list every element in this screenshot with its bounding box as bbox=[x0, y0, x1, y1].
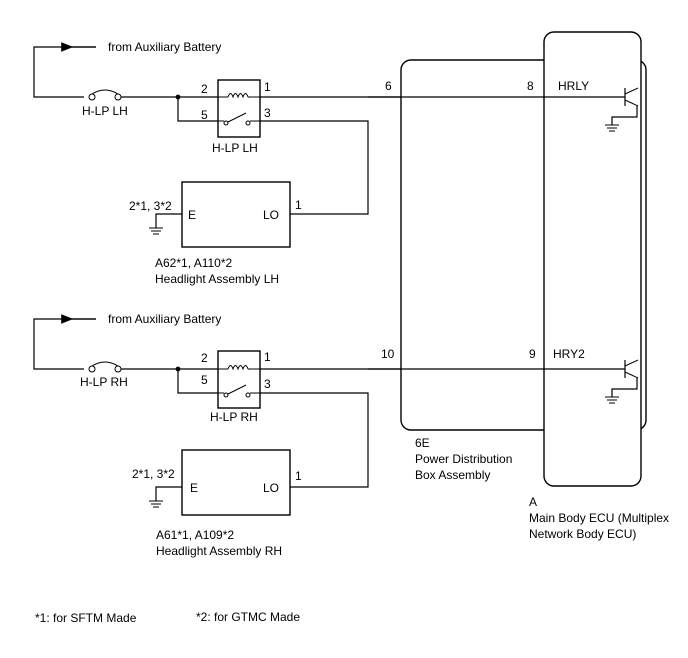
lower-fuse-symbol bbox=[88, 361, 122, 373]
lower-pdb-pin: 10 bbox=[381, 347, 395, 361]
upper-relay-pin1: 1 bbox=[264, 80, 271, 94]
upper-headlight-ground-icon bbox=[149, 213, 182, 235]
lower-relay-pin5: 5 bbox=[201, 373, 208, 387]
upper-ground-pins: 2*1, 3*2 bbox=[129, 199, 172, 213]
lower-source-label: from Auxiliary Battery bbox=[108, 312, 222, 326]
lower-relay-box bbox=[217, 350, 261, 409]
lower-relay-pin1: 1 bbox=[264, 350, 271, 364]
lower-wire-pin5 bbox=[177, 369, 218, 394]
lower-relay-pin3: 3 bbox=[264, 377, 271, 391]
lower-relay-pin2: 2 bbox=[201, 351, 208, 365]
lower-ecu-transistor-overlay bbox=[605, 359, 639, 404]
upper-lo-label: LO bbox=[263, 208, 280, 222]
ecu-name-line2: Network Body ECU) bbox=[529, 527, 637, 541]
upper-ecu-pin: 8 bbox=[527, 79, 534, 93]
upper-lo-pin: 1 bbox=[295, 198, 302, 212]
ecu-code: A bbox=[529, 495, 538, 509]
upper-wire-pin5 bbox=[177, 97, 218, 122]
upper-relay-pin2: 2 bbox=[201, 82, 208, 96]
note-gtmc: *2: for GTMC Made bbox=[196, 610, 301, 624]
upper-relay-box bbox=[217, 79, 261, 138]
pdb-name-line2: Box Assembly bbox=[415, 468, 491, 482]
pdb-code: 6E bbox=[415, 436, 430, 450]
upper-source-label: from Auxiliary Battery bbox=[108, 40, 222, 54]
pdb-name-line1: Power Distribution bbox=[415, 452, 513, 466]
lower-assembly-code: A61*1, A109*2 bbox=[156, 528, 235, 542]
lower-assembly-name: Headlight Assembly RH bbox=[156, 544, 283, 558]
lower-fuse-label: H-LP RH bbox=[80, 375, 128, 389]
lower-ground-pins: 2*1, 3*2 bbox=[132, 467, 175, 481]
upper-fuse-symbol bbox=[88, 89, 122, 101]
upper-pdb-pin: 6 bbox=[385, 79, 392, 93]
upper-fuse-label: H-LP LH bbox=[82, 104, 128, 118]
upper-relay-label: H-LP LH bbox=[212, 141, 258, 155]
lower-e-label: E bbox=[190, 481, 199, 495]
lower-relay-label: H-LP RH bbox=[210, 410, 258, 424]
lower-lo-label: LO bbox=[263, 481, 280, 495]
upper-relay-pin3: 3 bbox=[264, 106, 271, 120]
upper-assembly-code: A62*1, A110*2 bbox=[155, 256, 233, 270]
lower-headlight-box bbox=[181, 449, 291, 516]
ecu-name-line1: Main Body ECU (Multiplex bbox=[529, 511, 670, 525]
upper-source-wire bbox=[33, 46, 96, 98]
ecu-box bbox=[543, 31, 642, 487]
lower-relay-coil bbox=[218, 365, 260, 371]
upper-assembly-name: Headlight Assembly LH bbox=[155, 272, 280, 286]
upper-headlight-box bbox=[181, 181, 291, 248]
upper-relay-coil bbox=[218, 93, 260, 99]
lower-relay-switch bbox=[218, 384, 260, 398]
lower-wire-to-lo bbox=[260, 392, 369, 488]
upper-ecu-signal: HRLY bbox=[558, 79, 590, 93]
lower-lo-pin: 1 bbox=[295, 469, 302, 483]
upper-e-label: E bbox=[188, 208, 197, 222]
lower-ecu-pin: 9 bbox=[529, 347, 536, 361]
lower-source-wire bbox=[33, 318, 96, 370]
note-sftm: *1: for SFTM Made bbox=[35, 611, 137, 625]
upper-relay-switch bbox=[218, 112, 260, 126]
lower-ecu-signal: HRY2 bbox=[553, 347, 585, 361]
upper-relay-pin5: 5 bbox=[201, 108, 208, 122]
upper-ecu-transistor-overlay bbox=[605, 87, 639, 132]
upper-wire-to-lo bbox=[260, 120, 369, 215]
lower-headlight-ground-icon bbox=[149, 486, 182, 508]
